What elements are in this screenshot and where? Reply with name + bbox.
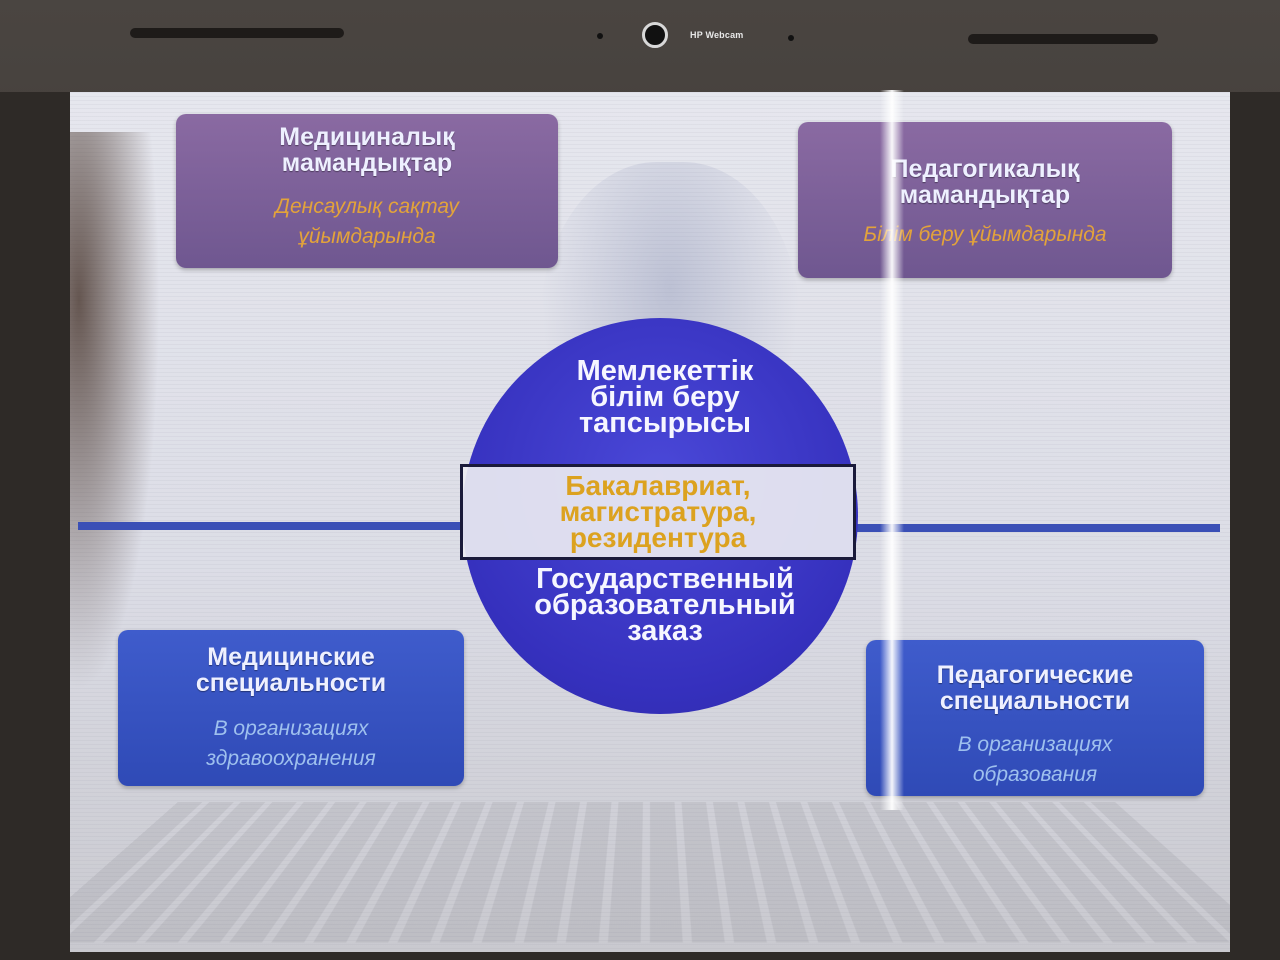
- card-pedagogical-kz: Педагогикалық мамандықтар Білім беру ұйы…: [798, 122, 1172, 278]
- reflection-person: [70, 132, 160, 692]
- degree-levels-line-2: магистратура,: [559, 496, 757, 527]
- card-medical-ru-subtitle-2: здравоохранения: [206, 747, 376, 770]
- circle-title-kz: Мемлекеттік білім беру тапсырысы: [520, 355, 810, 439]
- circle-title-ru-line-1: Государственный: [536, 563, 794, 595]
- card-medical-kz-subtitle-1: Денсаулық сақтау: [275, 195, 459, 218]
- bezel-vent-right: [968, 34, 1158, 44]
- card-medical-ru-title-2: специальности: [195, 669, 387, 697]
- card-pedagogical-ru-subtitle-1: В организациях: [957, 733, 1113, 756]
- card-medical-kz-title-2: мамандықтар: [281, 149, 453, 177]
- card-medical-kz-subtitle-2: ұйымдарында: [298, 225, 436, 248]
- degree-levels-line-1: Бакалавриат,: [565, 470, 751, 501]
- card-pedagogical-ru-title-2: специальности: [939, 687, 1131, 715]
- degree-levels-line-3: резидентура: [569, 522, 747, 553]
- card-medical-ru-subtitle-1: В организациях: [213, 717, 369, 740]
- circle-title-ru-line-3: заказ: [627, 615, 703, 647]
- connector-line-left: [78, 522, 466, 530]
- circle-title-kz-line-3: тапсырысы: [578, 407, 752, 439]
- circle-title-ru-line-2: образовательный: [534, 589, 796, 621]
- card-medical-ru-title-1: Медицинские: [207, 643, 375, 671]
- card-medical-ru: Медицинские специальности В организациях…: [118, 630, 464, 786]
- webcam-lens-icon: [642, 22, 668, 48]
- card-medical-kz: Медициналық мамандықтар Денсаулық сақтау…: [176, 114, 558, 268]
- card-pedagogical-ru-subtitle-2: образования: [972, 763, 1098, 786]
- circle-title-ru: Государственный образовательный заказ: [480, 563, 850, 647]
- sensor-dot-right: [788, 35, 794, 41]
- circle-title-kz-line-1: Мемлекеттік: [576, 355, 754, 387]
- circle-title-kz-line-2: білім беру: [590, 381, 740, 413]
- screen-glare: [880, 90, 904, 810]
- keyboard-reflection: [70, 801, 1230, 943]
- card-pedagogical-kz-subtitle-1: Білім беру ұйымдарында: [863, 223, 1107, 246]
- sensor-dot-left: [597, 33, 603, 39]
- card-pedagogical-ru-title-1: Педагогические: [936, 661, 1134, 689]
- bezel-left: [0, 92, 70, 960]
- card-pedagogical-kz-title-1: Педагогикалық: [890, 155, 1080, 183]
- degree-levels-box: Бакалавриат, магистратура, резидентура: [460, 464, 856, 560]
- card-medical-kz-title-1: Медициналық: [279, 123, 455, 151]
- bezel-right: [1230, 92, 1280, 960]
- card-pedagogical-ru: Педагогические специальности В организац…: [866, 640, 1204, 796]
- card-pedagogical-kz-title-2: мамандықтар: [899, 181, 1071, 209]
- bezel-vent-left: [130, 28, 344, 38]
- connector-line-right: [856, 524, 1220, 532]
- webcam-label: HP Webcam: [690, 30, 744, 40]
